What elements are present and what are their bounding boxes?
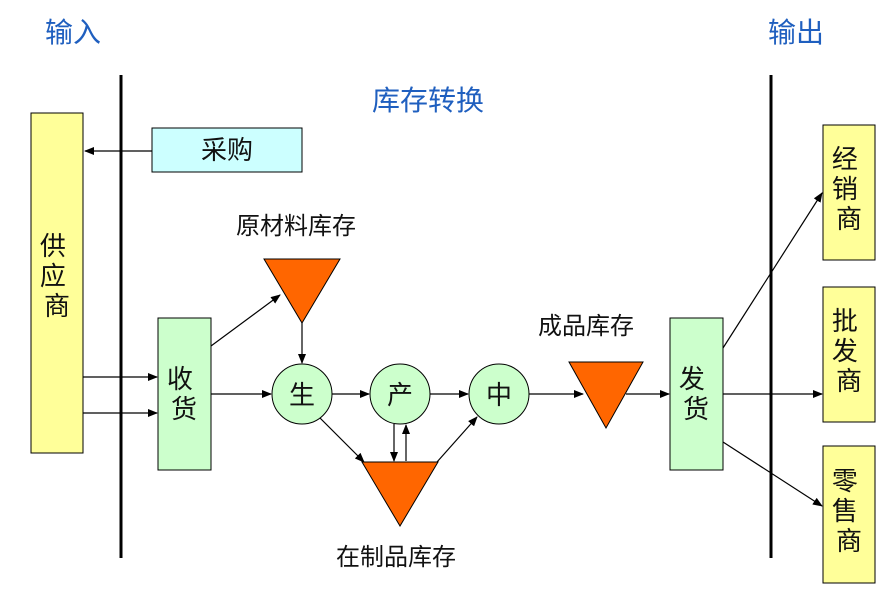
circle-sheng: 生 [271, 363, 333, 425]
circle-zhong: 中 [468, 363, 530, 425]
receiving-char-2: 货 [171, 395, 197, 425]
retailer-box: 零 售 商 [822, 445, 876, 584]
purchase-label: 采购 [201, 136, 253, 166]
circle-chan-label: 产 [387, 381, 413, 411]
retailer-label: 零 售 商 [832, 467, 866, 557]
wip-to-zhong-arrow [436, 416, 478, 463]
receiving-label: 收 货 [167, 365, 201, 425]
finished-goods-inventory-label: 成品库存 [538, 312, 634, 340]
receiving-to-raw-material-arrow [210, 294, 281, 347]
purchase-box: 采购 [151, 127, 303, 173]
distributor-label: 经 销 商 [832, 145, 866, 235]
wip-inventory-label: 在制品库存 [336, 543, 456, 571]
supplier-label: 供 应 商 [40, 232, 74, 322]
distributor-box: 经 销 商 [822, 124, 876, 261]
supplier-char-2: 应 [40, 262, 66, 292]
wholesaler-label: 批 发 商 [832, 307, 866, 397]
raw-material-inventory-label: 原材料库存 [236, 212, 356, 240]
supplier-char-1: 供 [40, 232, 66, 262]
inventory-conversion-title: 库存转换 [372, 84, 484, 117]
circle-zhong-label: 中 [486, 381, 512, 411]
wholesaler-box: 批 发 商 [822, 286, 876, 423]
shipping-box: 发 货 [669, 317, 724, 471]
circle-sheng-label: 生 [289, 381, 315, 411]
output-header: 输出 [768, 16, 824, 49]
circle-chan: 产 [369, 363, 431, 425]
receiving-char-1: 收 [167, 365, 193, 395]
supplier-char-3: 商 [44, 292, 70, 322]
raw-material-inventory-triangle [263, 258, 341, 324]
shipping-to-retailer-arrow [722, 441, 823, 507]
wip-inventory-triangle [361, 461, 439, 527]
shipping-label: 发 货 [679, 365, 713, 425]
shipping-char-1: 发 [679, 365, 705, 395]
supplier-box: 供 应 商 [30, 112, 84, 454]
sheng-to-wip-arrow [319, 417, 365, 463]
finished-goods-inventory-triangle [568, 361, 644, 430]
shipping-char-2: 货 [683, 395, 709, 425]
receiving-box: 收 货 [157, 317, 212, 471]
shipping-to-distributor-arrow [722, 192, 823, 349]
input-header: 输入 [45, 16, 101, 49]
